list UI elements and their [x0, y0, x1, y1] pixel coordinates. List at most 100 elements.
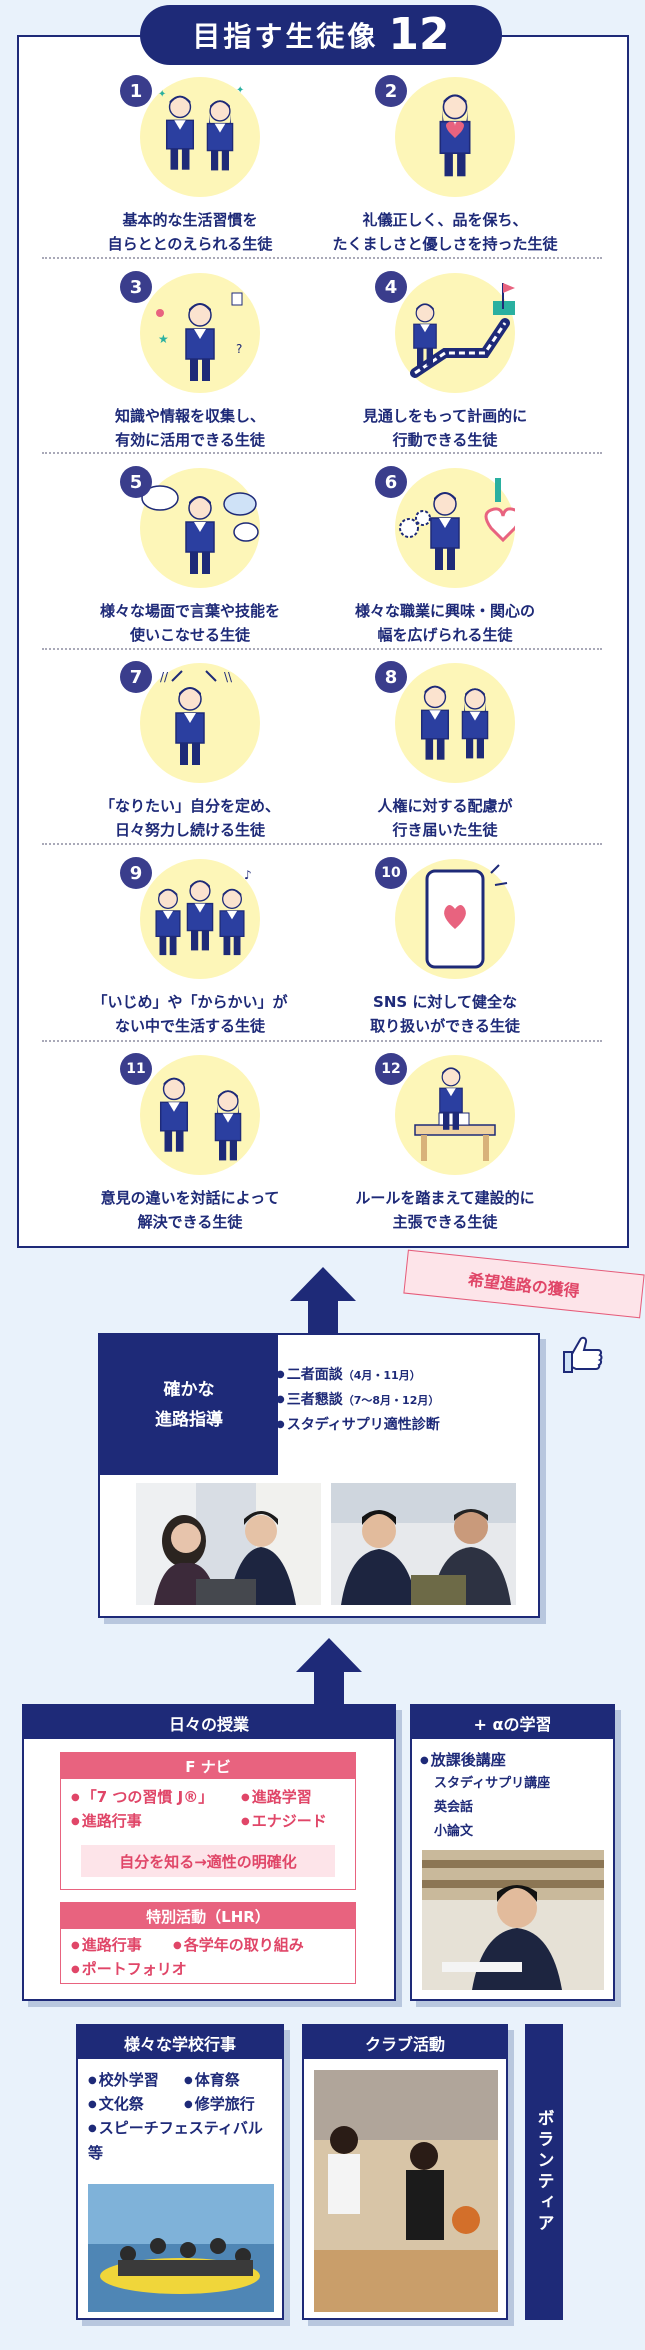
student-info-icon: ★?: [156, 292, 243, 381]
interview-photo-2: [331, 1483, 516, 1605]
goal-caption-line: 意見の違いを対話によって: [100, 1189, 280, 1207]
goal-number: 6: [375, 466, 407, 498]
club-activities-title: クラブ活動: [304, 2026, 506, 2059]
goal-caption: 見通しをもって計画的に行動できる生徒: [300, 404, 590, 452]
goal-number: 3: [120, 271, 152, 303]
guidance-item: 二者面談（4月・11月）: [276, 1363, 440, 1388]
daily-classes-title: 日々の授業: [24, 1706, 394, 1739]
goal-item: ♪ 9 「いじめ」や「からかい」がない中で生活する生徒: [45, 847, 335, 1039]
alpha-sub-item: スタディサプリ講座: [434, 1776, 551, 1791]
goal-number: 1: [120, 75, 152, 107]
lhr-title: 特別活動（LHR）: [61, 1903, 355, 1929]
event-item: スピーチフェスティバル等: [88, 2116, 276, 2165]
divider: [42, 843, 602, 845]
divider: [42, 1040, 602, 1042]
goal-caption-line: 人権に対する配慮が: [377, 797, 513, 815]
lhr-item: ポートフォリオ: [71, 1957, 187, 1982]
goal-illustration: [395, 859, 515, 979]
goal-caption-line: 基本的な生活習慣を: [122, 211, 258, 229]
goal-number: 5: [120, 466, 152, 498]
guidance-label-line2: 進路指導: [155, 1410, 223, 1430]
alpha-sub-item: 小論文: [434, 1824, 474, 1839]
alpha-learning-title: + αの学習: [412, 1706, 613, 1739]
thinking-student-icon: //\\: [160, 670, 233, 765]
fnavi-box: F ナビ 「7 つの習慣 J®」 進路学習 進路行事 エナジード 自分を知る→適…: [60, 1752, 356, 1890]
divider: [42, 648, 602, 650]
goal-number: 12: [375, 1053, 407, 1085]
gears-heart-icon: [399, 478, 515, 570]
goal-caption: 知識や情報を収集し、有効に活用できる生徒: [45, 404, 335, 452]
alpha-main-item: 放課後講座: [420, 1748, 506, 1773]
event-item: 修学旅行: [184, 2092, 255, 2117]
school-events-title: 様々な学校行事: [78, 2026, 282, 2059]
goal-caption: 「いじめ」や「からかい」がない中で生活する生徒: [45, 990, 335, 1038]
club-activities-panel: クラブ活動: [302, 2024, 508, 2320]
dialogue-students-icon: [159, 1077, 242, 1161]
career-goal-banner: 希望進路の獲得: [403, 1249, 645, 1319]
goal-caption: 様々な職業に興味・関心の幅を広げられる生徒: [300, 599, 590, 647]
svg-text:♪: ♪: [244, 868, 252, 882]
goal-illustration: [395, 663, 515, 783]
goal-item: //\\7「なりたい」自分を定め、日々努力し続ける生徒: [45, 651, 335, 843]
basketball-photo: [314, 2070, 498, 2312]
goal-illustration: [140, 1055, 260, 1175]
goal-illustration: [395, 1055, 515, 1175]
fnavi-item: 進路行事: [71, 1809, 142, 1834]
school-events-panel: 様々な学校行事 校外学習 体育祭 文化祭 修学旅行 スピーチフェスティバル等: [76, 2024, 284, 2320]
goals-title: 目指す生徒像 12: [140, 5, 502, 65]
goal-illustration: [395, 77, 515, 197]
goal-illustration: [395, 468, 515, 588]
goal-caption: 人権に対する配慮が行き届いた生徒: [300, 794, 590, 842]
daily-classes-panel: 日々の授業 F ナビ 「7 つの習慣 J®」 進路学習 進路行事 エナジード 自…: [22, 1704, 396, 2001]
goal-item: 5 様々な場面で言葉や技能を使いこなせる生徒: [45, 456, 335, 648]
up-arrow-icon: [296, 1638, 362, 1704]
goal-caption: 「なりたい」自分を定め、日々努力し続ける生徒: [45, 794, 335, 842]
svg-text:✦: ✦: [236, 85, 244, 96]
lhr-box: 特別活動（LHR） 進路行事 各学年の取り組み ポートフォリオ: [60, 1902, 356, 1984]
goal-caption: SNS に対して健全な取り扱いができる生徒: [300, 990, 590, 1038]
goal-caption-line: 取り扱いができる生徒: [370, 1017, 520, 1035]
goals-title-number: 12: [388, 9, 450, 60]
interview-photo-1: [136, 1483, 321, 1605]
goal-illustration: [395, 273, 515, 393]
guidance-item: 三者懇談（7〜8月・12月）: [276, 1388, 440, 1413]
guidance-item: スタディサプリ適性診断: [276, 1413, 440, 1437]
fnavi-item: 「7 つの習慣 J®」: [71, 1785, 213, 1810]
goal-illustration: //\\: [140, 663, 260, 783]
divider: [42, 257, 602, 259]
raising-hand-student-icon: [414, 1067, 496, 1161]
goal-caption: 様々な場面で言葉や技能を使いこなせる生徒: [45, 599, 335, 647]
fnavi-title: F ナビ: [61, 1753, 355, 1779]
goal-caption-line: ルールを踏まえて建設的に: [355, 1189, 535, 1207]
student-heart-icon: [439, 94, 471, 177]
fnavi-item: エナジード: [241, 1809, 327, 1834]
goal-caption-line: 日々努力し続ける生徒: [114, 821, 265, 839]
goal-caption-line: 自らととのえられる生徒: [107, 235, 273, 253]
two-students-icon: ✦✦: [158, 85, 244, 171]
study-photo: [422, 1850, 604, 1990]
event-item: 体育祭: [184, 2068, 240, 2093]
svg-text:✦: ✦: [158, 89, 166, 100]
goal-caption-line: 「なりたい」自分を定め、: [99, 797, 280, 815]
divider: [42, 452, 602, 454]
goal-item: ★?3 知識や情報を収集し、有効に活用できる生徒: [45, 261, 335, 453]
goal-caption: 意見の違いを対話によって解決できる生徒: [45, 1186, 335, 1234]
goal-number: 8: [375, 661, 407, 693]
svg-text://: //: [160, 670, 169, 684]
goal-illustration: [140, 468, 260, 588]
goal-number: 9: [120, 857, 152, 889]
goals-panel: [17, 35, 629, 1248]
goal-illustration: ♪: [140, 859, 260, 979]
goal-caption-line: SNS に対して健全な: [373, 993, 517, 1011]
goal-caption: 基本的な生活習慣を自らととのえられる生徒: [45, 208, 335, 256]
career-guidance-box: 確かな 進路指導 二者面談（4月・11月） 三者懇談（7〜8月・12月） スタデ…: [98, 1333, 540, 1618]
goal-caption-line: 解決できる生徒: [137, 1213, 243, 1231]
goal-caption: 礼儀正しく、品を保ち、たくましさと優しさを持った生徒: [300, 208, 590, 256]
smartphone-heart-icon: [425, 864, 508, 969]
goal-caption-line: 知識や情報を収集し、: [114, 407, 265, 425]
goal-caption-line: 礼儀正しく、品を保ち、: [362, 211, 528, 229]
lhr-item: 進路行事: [71, 1933, 142, 1958]
